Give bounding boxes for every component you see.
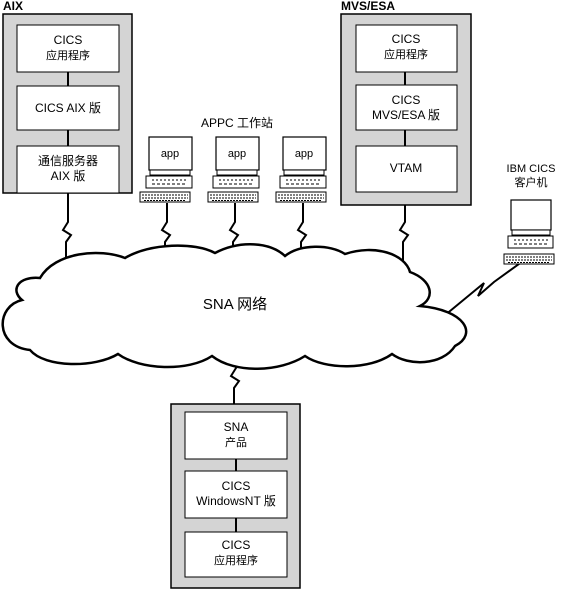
- aix-box-3-line-2: AIX 版: [51, 169, 86, 183]
- appc-title: APPC 工作站: [201, 116, 273, 130]
- aix-cics-aix-box: CICS AIX 版: [16, 85, 120, 131]
- mvs-box-2-line-1: CICS: [392, 93, 421, 107]
- client-label-line-2: 客户机: [515, 175, 548, 189]
- aix-box-1-line-2: 应用程序: [46, 48, 90, 62]
- appc-keyboard-1: [139, 191, 191, 203]
- windows-sna-product-box: SNA 产品: [184, 411, 288, 460]
- aix-system-title: AIX: [3, 0, 23, 13]
- mvs-box-2-line-2: MVS/ESA 版: [372, 108, 440, 122]
- mvs-link: [398, 205, 410, 268]
- win-box-1-line-2: 产品: [225, 435, 247, 449]
- client-link: [443, 255, 531, 317]
- appc-link-3: [296, 203, 308, 262]
- mvs-box-1-line-2: 应用程序: [384, 47, 428, 61]
- windows-cics-nt-box: CICS WindowsNT 版: [184, 470, 288, 519]
- ibm-cics-client: IBM CICS 客户机: [503, 163, 556, 265]
- mvs-system: MVS/ESA CICS 应用程序 CICS MVS/ESA 版 VTAM: [340, 0, 472, 206]
- mvs-box-3-line-1: VTAM: [390, 161, 422, 175]
- aix-system: AIX CICS 应用程序 CICS AIX 版 通信服务器 AIX 版: [2, 0, 133, 194]
- win-box-1-line-1: SNA: [224, 420, 249, 434]
- mvs-box-1-line-1: CICS: [392, 32, 421, 46]
- appc-screen-label-2: app: [228, 148, 246, 160]
- aix-box-3-line-1: 通信服务器: [38, 153, 98, 168]
- sna-network-cloud: [1, 243, 468, 370]
- win-box-3-line-2: 应用程序: [214, 553, 258, 567]
- appc-screen-label-3: app: [295, 148, 313, 160]
- mvs-cics-mvs-box: CICS MVS/ESA 版: [355, 84, 458, 131]
- aix-comm-server-box: 通信服务器 AIX 版: [16, 145, 120, 194]
- appc-workstation-1: app: [139, 136, 193, 203]
- mvs-vtam-box: VTAM: [355, 145, 458, 193]
- network-label: SNA 网络: [203, 296, 267, 313]
- win-box-3-line-1: CICS: [222, 538, 251, 552]
- appc-screen-label-1: app: [161, 148, 179, 160]
- mvs-system-title: MVS/ESA: [341, 0, 395, 13]
- appc-keyboard-3: [275, 191, 327, 203]
- appc-workstation-2: app: [207, 136, 260, 203]
- windows-cics-app-box: CICS 应用程序: [184, 531, 288, 578]
- appc-link-2: [228, 203, 240, 258]
- mvs-cics-app-box: CICS 应用程序: [355, 24, 458, 73]
- aix-box-2-line-1: CICS AIX 版: [35, 101, 101, 115]
- client-label-line-1: IBM CICS: [507, 163, 556, 175]
- client-keyboard: [503, 253, 555, 265]
- aix-link: [61, 193, 73, 270]
- win-box-2-line-2: WindowsNT 版: [196, 494, 276, 508]
- appc-workstation-3: app: [275, 136, 327, 203]
- win-box-2-line-1: CICS: [222, 479, 251, 493]
- aix-cics-app-box: CICS 应用程序: [16, 24, 120, 73]
- windows-nt-system: SNA 产品 CICS WindowsNT 版 CICS 应用程序: [170, 403, 301, 589]
- appc-keyboard-2: [207, 191, 259, 203]
- aix-box-1-line-1: CICS: [54, 33, 83, 47]
